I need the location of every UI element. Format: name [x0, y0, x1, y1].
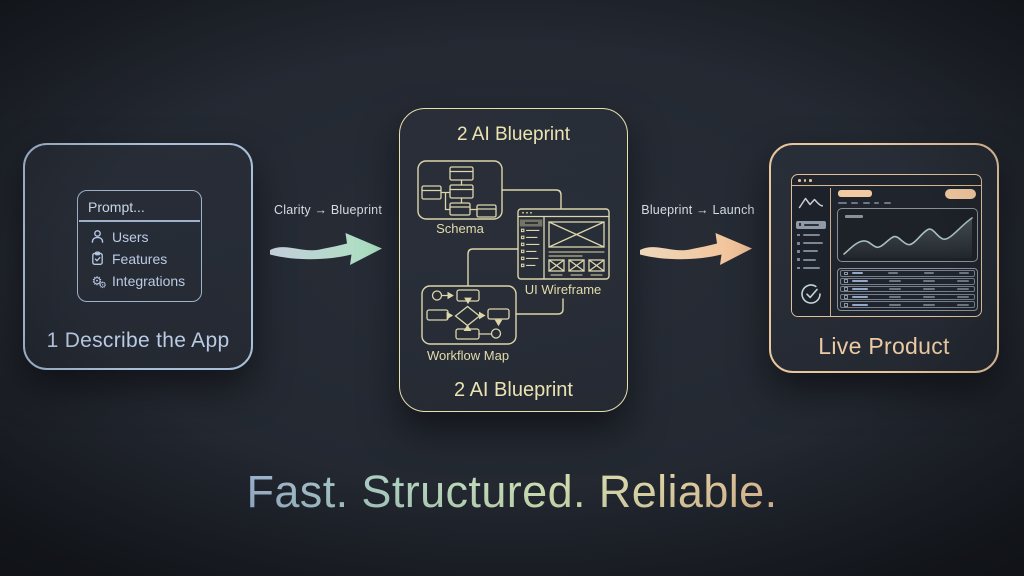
- analytics-chart-card: [837, 208, 978, 262]
- wireframe-label: UI Wireframe: [524, 282, 602, 297]
- prompt-item-label: Integrations: [112, 272, 186, 289]
- wireframe-diagram: [517, 208, 610, 280]
- table-row: [840, 293, 975, 301]
- gears-icon: [89, 273, 106, 290]
- table-row: [840, 270, 975, 277]
- arrow-label: Blueprint → Launch: [641, 203, 755, 217]
- prompt-card: Prompt... Users Features: [77, 190, 202, 302]
- header-title-bar: [837, 190, 872, 197]
- arrow-label: Clarity → Blueprint: [274, 203, 382, 217]
- headline: Fast. Structured. Reliable.: [0, 466, 1024, 518]
- schema-label: Schema: [436, 221, 484, 236]
- workflow-diagram: [421, 285, 517, 345]
- sidebar-item-active: [796, 220, 826, 229]
- live-product-caption: Live Product: [818, 333, 950, 359]
- product-window: [791, 174, 982, 317]
- arrow-blueprint-to-launch: Blueprint → Launch: [632, 203, 764, 266]
- window-main: [833, 188, 981, 316]
- workflow-label: Workflow Map: [426, 348, 510, 363]
- blueprint-diagram: [417, 160, 610, 345]
- ai-blueprint-panel: 2 AI Blueprint: [399, 108, 628, 412]
- blueprint-title-top: 2 AI Blueprint: [456, 124, 571, 145]
- arrow-clarity-to-blueprint: Clarity → Blueprint: [262, 203, 394, 266]
- swoosh-arrow-icon: [270, 233, 382, 265]
- step-1-caption: 1 Describe the App: [46, 329, 230, 352]
- window-sidebar: [792, 187, 831, 316]
- live-product-panel: Live Product: [769, 143, 999, 373]
- primary-button: [945, 189, 976, 199]
- prompt-item-label: Users: [112, 228, 149, 245]
- chart-title-placeholder: [845, 215, 863, 218]
- window-titlebar: [792, 175, 981, 186]
- sparkline-logo-icon: [797, 194, 825, 216]
- blueprint-connectors: [467, 189, 564, 315]
- schema-diagram: [417, 160, 503, 220]
- prompt-item-integrations: Integrations: [89, 272, 195, 290]
- table-row: [840, 301, 975, 309]
- prompt-item-features: Features: [89, 250, 195, 267]
- prompt-item-list: Users Features Integrations: [89, 228, 195, 290]
- swoosh-arrow-icon: [640, 233, 752, 265]
- table-row: [840, 285, 975, 293]
- check-circle-icon: [799, 282, 823, 311]
- header-tabs: [837, 201, 891, 204]
- describe-app-panel: Prompt... Users Features: [23, 143, 253, 370]
- data-table: [837, 267, 978, 311]
- prompt-input: Prompt...: [88, 199, 145, 215]
- area-chart: [843, 217, 973, 258]
- prompt-item-label: Features: [112, 250, 168, 267]
- prompt-item-users: Users: [89, 228, 195, 245]
- sidebar-items: [797, 233, 824, 270]
- user-icon: [89, 229, 105, 245]
- table-row: [840, 277, 975, 285]
- divider: [79, 220, 200, 222]
- blueprint-title-bottom: 2 AI Blueprint: [454, 379, 573, 401]
- window-dots-icon: [798, 179, 812, 182]
- clipboard-check-icon: [89, 251, 105, 267]
